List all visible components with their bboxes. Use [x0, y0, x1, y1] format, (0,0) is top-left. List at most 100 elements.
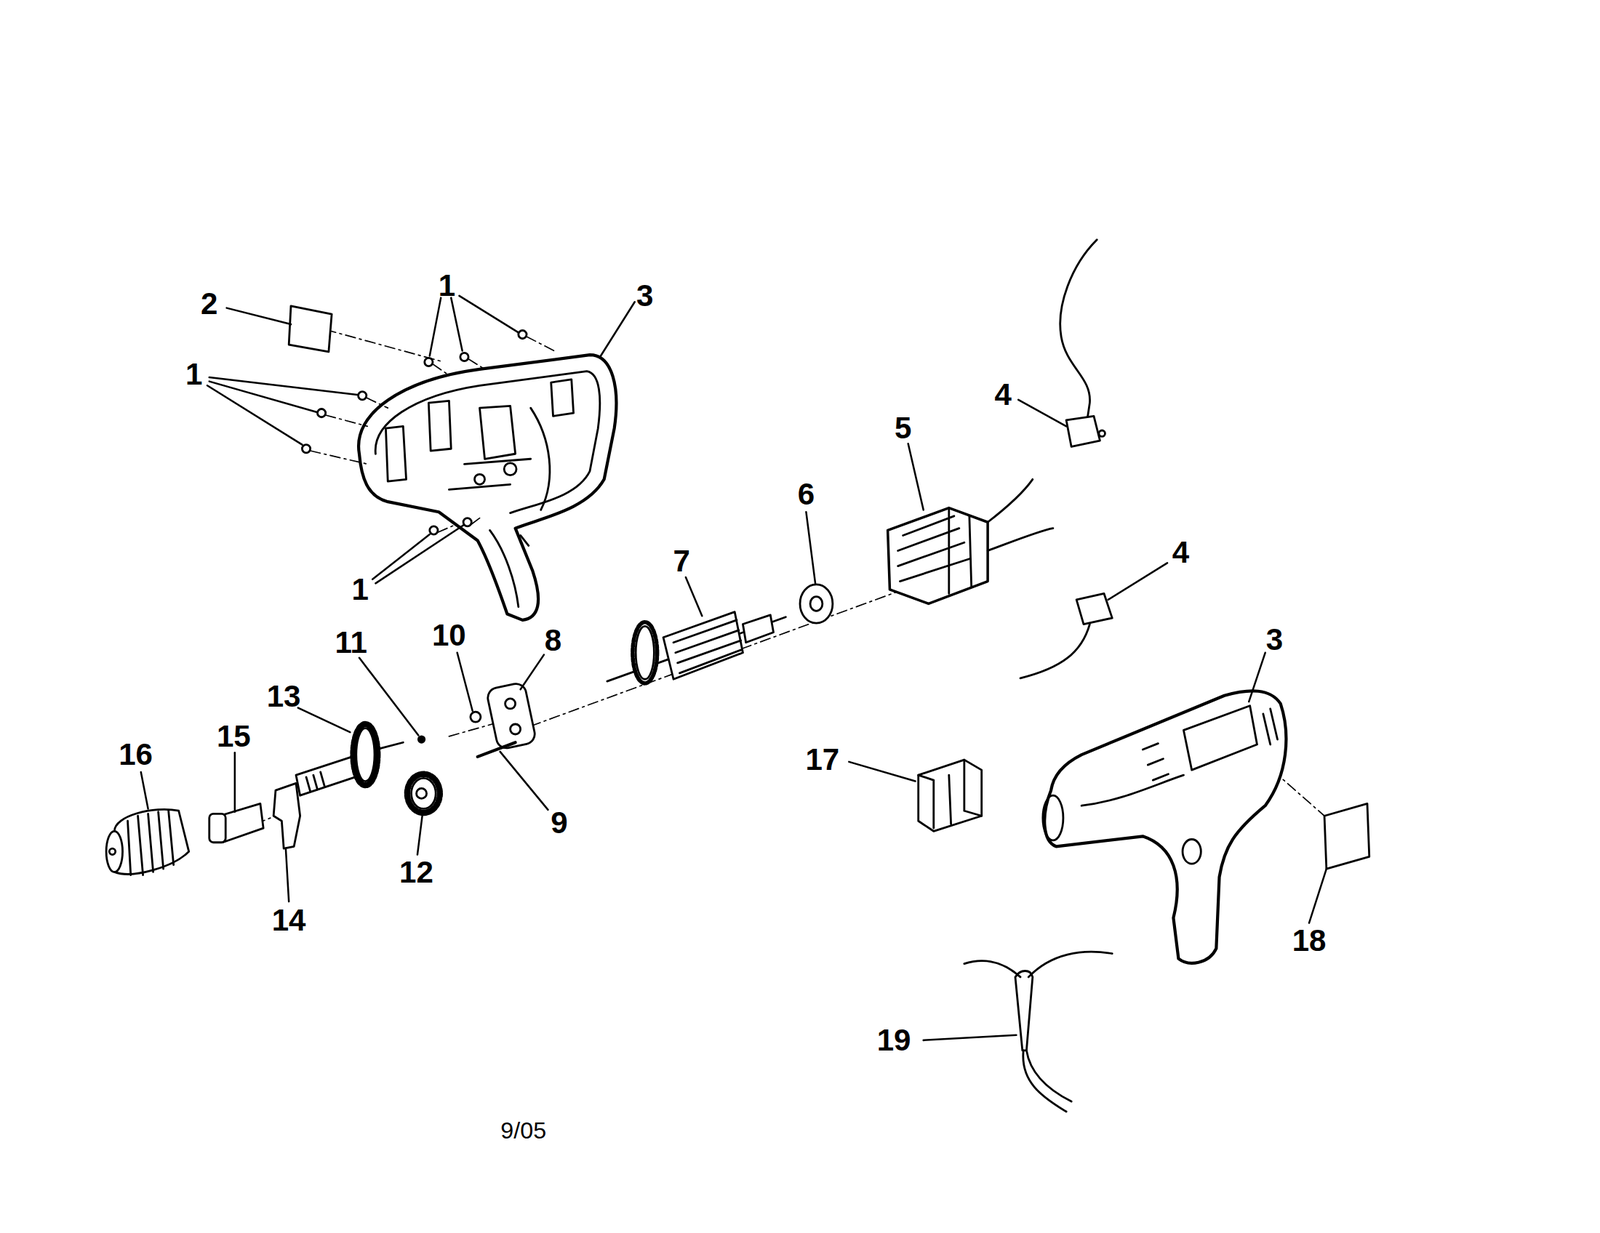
callout-number: 14	[272, 905, 307, 936]
gear	[411, 778, 437, 809]
drill-housing	[1182, 840, 1201, 865]
chuck	[106, 831, 123, 872]
field	[888, 479, 1054, 604]
label-plate	[288, 306, 332, 352]
callout-number: 15	[216, 721, 251, 752]
power-cord	[964, 952, 1112, 978]
power-cord	[1023, 1050, 1072, 1112]
label-plate	[1324, 803, 1370, 870]
screw	[463, 518, 472, 527]
callout-number: 8	[544, 625, 562, 656]
drill-housing	[1042, 795, 1064, 841]
leader-line	[141, 296, 1327, 1041]
switch	[918, 760, 982, 829]
callout-number: 2	[200, 288, 218, 320]
leader-line	[1248, 653, 1265, 702]
field	[987, 479, 1054, 551]
bushing	[209, 813, 226, 843]
callout-number: 12	[399, 857, 434, 888]
assembly-line	[310, 336, 557, 533]
leader-line	[372, 525, 464, 584]
armature	[632, 622, 658, 684]
power-cord	[964, 952, 1112, 1112]
switch-lead	[1060, 240, 1106, 448]
housing-half	[375, 371, 600, 514]
leader-line	[1018, 400, 1067, 427]
gear-plate	[485, 682, 537, 750]
switch-lead	[1066, 416, 1100, 447]
o-ring	[470, 712, 481, 723]
leader-line	[226, 308, 291, 325]
bearing	[800, 584, 833, 624]
callout-number: 11	[334, 627, 367, 659]
leader-line	[908, 443, 924, 510]
callout-number: 4	[994, 379, 1012, 411]
chuck	[109, 848, 115, 855]
screw	[358, 392, 367, 400]
leader-line	[500, 752, 549, 811]
callout-number: 18	[1292, 925, 1327, 957]
leader-line	[923, 1035, 1017, 1041]
housing-half	[448, 408, 550, 510]
screw	[301, 330, 527, 536]
leader-line	[141, 772, 149, 810]
callout-number: 4	[1172, 537, 1190, 568]
pin	[477, 742, 516, 758]
spindle	[296, 724, 403, 796]
housing-half	[504, 463, 517, 476]
leader-line	[1108, 562, 1168, 600]
assembly-line	[530, 592, 899, 727]
gear	[416, 788, 427, 799]
screw	[460, 352, 469, 361]
field	[888, 508, 988, 605]
date-note: 9/05	[500, 1118, 547, 1142]
o-ring	[470, 712, 481, 723]
leader-line	[285, 850, 289, 903]
switch-lead	[1098, 430, 1105, 437]
bushing	[209, 803, 264, 843]
screw	[317, 409, 326, 418]
screw	[518, 330, 527, 339]
leader-line	[417, 813, 423, 855]
pin	[477, 742, 516, 758]
chuck	[128, 810, 174, 875]
leader-line	[1309, 869, 1327, 923]
spindle	[375, 742, 403, 750]
housing-half	[474, 474, 486, 485]
switch	[918, 760, 982, 832]
bracket	[273, 783, 300, 849]
callout-number: 3	[1266, 624, 1283, 656]
leader-line	[520, 655, 544, 691]
chuck	[106, 809, 190, 875]
housing-half	[490, 530, 529, 607]
leader-line	[234, 752, 237, 812]
callout-number: 17	[805, 744, 840, 776]
switch-lead	[1020, 593, 1112, 678]
leader-line	[298, 708, 351, 734]
leader-line	[359, 658, 419, 736]
armature	[673, 620, 742, 674]
power-cord	[1015, 970, 1033, 1051]
ball	[418, 736, 424, 743]
spindle	[306, 772, 325, 792]
callout-number: 16	[118, 739, 153, 771]
field	[898, 508, 972, 595]
bearing	[810, 597, 823, 612]
switch	[918, 760, 982, 832]
callout-number: 9	[550, 808, 568, 839]
leader-line	[805, 512, 816, 584]
callout-number: 19	[877, 1025, 912, 1056]
ball	[418, 736, 424, 743]
callout-number: 13	[266, 681, 302, 712]
armature	[635, 626, 654, 680]
callout-number: 3	[636, 280, 654, 312]
screw	[429, 526, 438, 535]
gear	[407, 774, 440, 814]
gear	[407, 774, 440, 814]
housing-half	[358, 354, 616, 621]
switch-lead	[1076, 593, 1112, 624]
label-plate	[1324, 803, 1370, 870]
leader-line	[207, 377, 358, 446]
